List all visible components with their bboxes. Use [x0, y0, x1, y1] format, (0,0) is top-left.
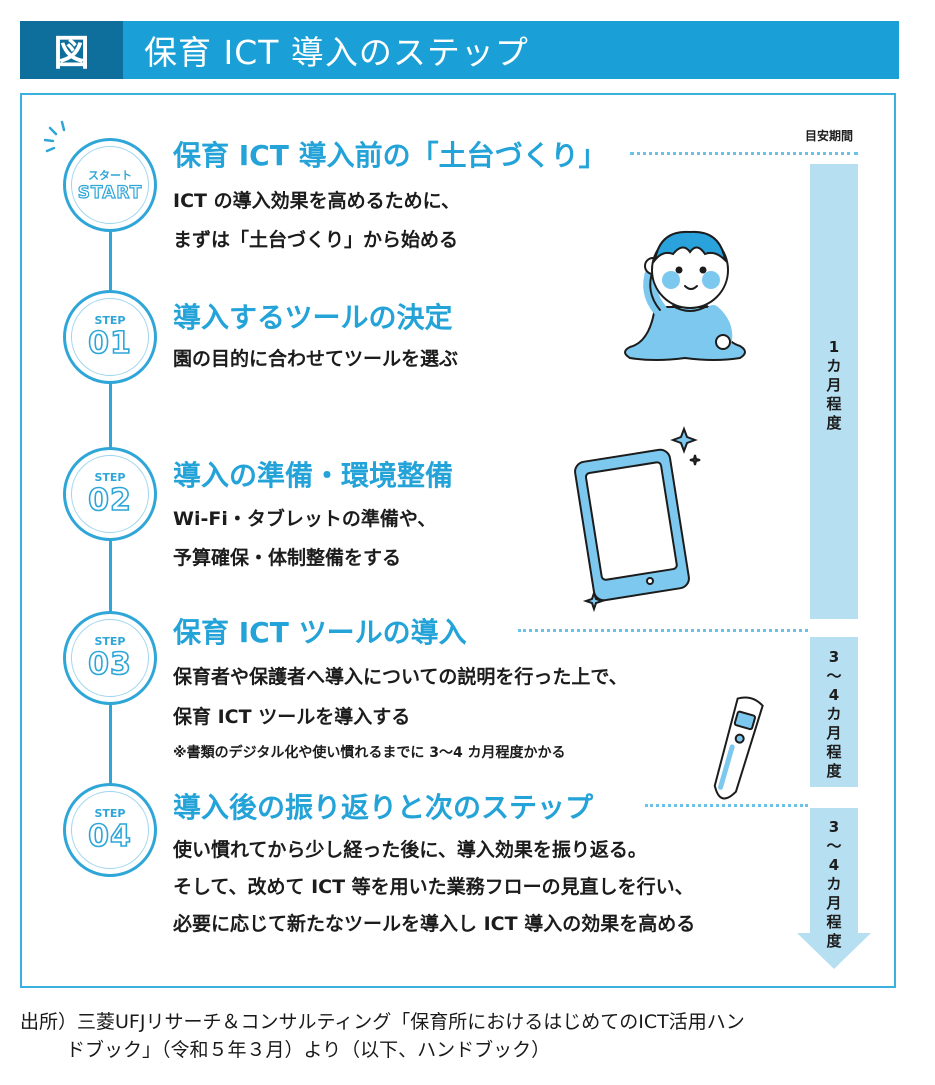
content-frame — [20, 93, 896, 988]
period-bar-3 — [810, 808, 858, 934]
step-04-text-2: そして、改めて ICT 等を用いた業務フローの見直しを行い、 — [173, 876, 694, 898]
step-04-text-1: 使い慣れてから少し経った後に、導入効果を振り返る。 — [173, 839, 647, 861]
step-03-text-1: 保育者や保護者へ導入についての説明を行った上で、 — [173, 666, 628, 688]
source-note: 出所）三菱UFJリサーチ＆コンサルティング「保育所におけるはじめてのICT活用ハ… — [20, 1011, 745, 1061]
step-02-heading: 導入の準備・環境整備 — [173, 459, 454, 492]
step-02-text-1: Wi-Fi・タブレットの準備や、 — [173, 508, 437, 530]
tablet-illustration — [574, 426, 701, 613]
step-02-badge: STEP 02 — [63, 447, 157, 541]
step-03-note: ※書類のデジタル化や使い慣れるまでに 3～4 カ月程度かかる — [173, 745, 566, 761]
spark-icon — [44, 120, 66, 153]
baby-illustration — [624, 230, 746, 361]
dotted-leader — [645, 804, 808, 807]
step-04-text-3: 必要に応じて新たなツールを導入し ICT 導入の効果を高める — [173, 913, 696, 935]
dotted-leader — [518, 629, 808, 632]
start-text-1: ICT の導入効果を高めるために、 — [173, 190, 461, 212]
page-title: 保育 ICT 導入のステップ — [144, 33, 529, 72]
step-01-badge: STEP 01 — [63, 290, 157, 384]
period-arrowhead — [797, 933, 871, 969]
step-01-text-1: 園の目的に合わせてツールを選ぶ — [173, 348, 459, 370]
step-03-badge: STEP 03 — [63, 611, 157, 705]
start-heading: 保育 ICT 導入前の「土台づくり」 — [173, 139, 607, 172]
thermometer-illustration — [713, 696, 764, 800]
step-02-text-2: 予算確保・体制整備をする — [173, 547, 402, 569]
step-04-badge: STEP 04 — [63, 783, 157, 877]
step-03-heading: 保育 ICT ツールの導入 — [173, 616, 467, 649]
step-01-heading: 導入するツールの決定 — [173, 301, 453, 334]
period-bar-1 — [810, 164, 858, 619]
period-header: 目安期間 — [805, 129, 854, 143]
figure-tag: 図 — [20, 21, 123, 79]
step-04-heading: 導入後の振り返りと次のステップ — [173, 791, 594, 824]
start-badge: スタート START — [63, 138, 157, 232]
title-bar: 図 保育 ICT 導入のステップ — [20, 21, 899, 79]
dotted-leader — [630, 152, 858, 155]
period-bar-2 — [810, 637, 858, 787]
start-text-2: まずは「土台づくり」から始める — [173, 229, 459, 251]
step-03-text-2: 保育 ICT ツールを導入する — [173, 706, 411, 728]
